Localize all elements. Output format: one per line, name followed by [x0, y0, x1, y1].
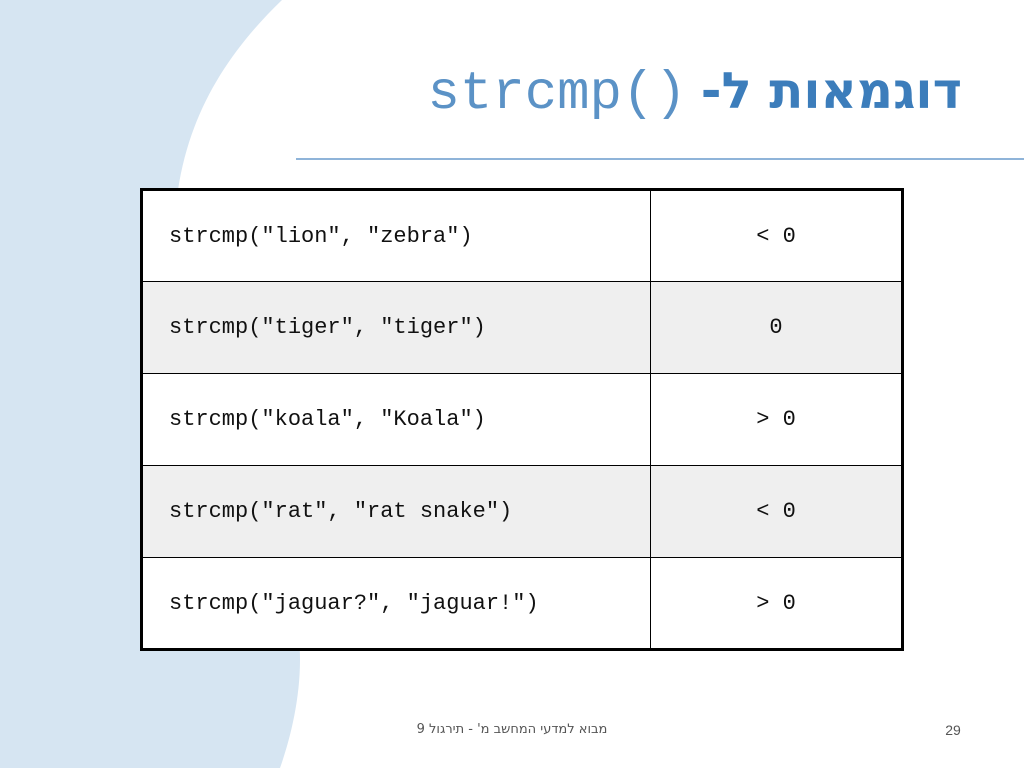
result-cell: > 0 [650, 373, 903, 466]
title-code: strcmp() [427, 64, 687, 125]
expression-cell: strcmp("rat", "rat snake") [141, 465, 651, 558]
slide-title: strcmp() דוגמאות ל- [428, 62, 962, 132]
result-cell: < 0 [650, 465, 903, 558]
result-cell: > 0 [650, 557, 903, 650]
table-row: strcmp("jaguar?", "jaguar!") > 0 [141, 557, 903, 650]
expression-cell: strcmp("koala", "Koala") [141, 373, 651, 466]
title-divider [296, 158, 1024, 160]
table-row: strcmp("lion", "zebra") < 0 [141, 189, 903, 282]
result-cell: < 0 [650, 189, 903, 282]
comparison-table-container: strcmp("lion", "zebra") < 0 strcmp("tige… [140, 188, 904, 651]
result-cell: 0 [650, 281, 903, 374]
comparison-table: strcmp("lion", "zebra") < 0 strcmp("tige… [140, 188, 904, 651]
title-hebrew: דוגמאות ל- [700, 62, 962, 120]
table-row: strcmp("rat", "rat snake") < 0 [141, 465, 903, 558]
expression-cell: strcmp("tiger", "tiger") [141, 281, 651, 374]
expression-cell: strcmp("lion", "zebra") [141, 189, 651, 282]
table-row: strcmp("tiger", "tiger") 0 [141, 281, 903, 374]
page-number: 29 [945, 722, 961, 738]
expression-cell: strcmp("jaguar?", "jaguar!") [141, 557, 651, 650]
footer-course-title: מבוא למדעי המחשב מ' - תירגול 9 [416, 722, 608, 737]
table-row: strcmp("koala", "Koala") > 0 [141, 373, 903, 466]
